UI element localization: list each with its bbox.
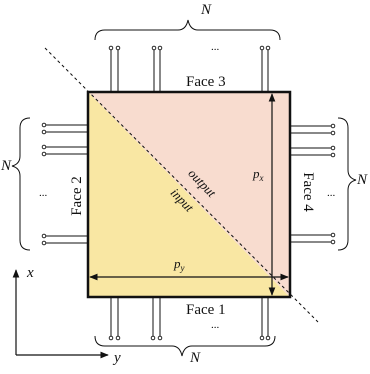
left-port-pin xyxy=(41,122,88,128)
bottom-port-pin xyxy=(265,297,271,341)
right-ellipsis: ... xyxy=(327,187,336,199)
bottom-port-group xyxy=(108,297,271,341)
bottom-n-label: N xyxy=(189,350,201,366)
py-label: py xyxy=(173,256,185,273)
right-brace xyxy=(337,117,357,251)
top-port-pin xyxy=(151,45,157,92)
left-port-pin xyxy=(41,129,88,135)
right-n-label: N xyxy=(356,172,368,188)
top-port-pin xyxy=(115,45,121,92)
top-port-pin xyxy=(265,45,271,92)
top-ellipsis: ... xyxy=(211,41,220,53)
bottom-ellipsis: ... xyxy=(211,319,220,331)
bottom-port-pin xyxy=(259,297,265,341)
right-port-pin xyxy=(290,232,336,238)
output-region xyxy=(88,92,290,297)
left-port-pin xyxy=(41,233,88,239)
right-port-pin xyxy=(290,145,336,151)
top-port-pin xyxy=(108,45,114,92)
right-port-pin xyxy=(290,239,336,245)
right-port-pin xyxy=(290,152,336,158)
top-port-pin xyxy=(259,45,265,92)
left-ellipsis: ... xyxy=(39,187,48,199)
face-4-label: Face 4 xyxy=(300,172,316,212)
right-port-group xyxy=(290,123,336,245)
top-port-pin xyxy=(157,45,163,92)
left-brace xyxy=(11,117,31,251)
top-brace xyxy=(94,19,281,41)
face-2-label: Face 2 xyxy=(69,176,85,216)
face-3-label: Face 3 xyxy=(186,74,226,90)
right-port-pin xyxy=(290,130,336,136)
face-1-label: Face 1 xyxy=(186,302,226,318)
left-port-pin xyxy=(41,240,88,246)
top-n-label: N xyxy=(200,2,212,18)
left-port-group xyxy=(41,122,88,246)
diagonal-dashed-line xyxy=(44,47,319,323)
device-square xyxy=(86,90,292,299)
left-n-label: N xyxy=(0,158,12,174)
y-axis-label: y xyxy=(112,350,121,366)
bottom-port-pin xyxy=(150,297,156,341)
px-label: px xyxy=(252,166,264,183)
left-port-pin xyxy=(41,144,88,150)
right-port-pin xyxy=(290,123,336,129)
bottom-port-pin xyxy=(115,297,121,341)
bottom-port-pin xyxy=(108,297,114,341)
bottom-port-pin xyxy=(157,297,163,341)
bottom-brace xyxy=(94,335,276,357)
top-port-group xyxy=(108,45,271,92)
left-port-pin xyxy=(41,151,88,157)
x-axis-label: x xyxy=(26,265,34,281)
